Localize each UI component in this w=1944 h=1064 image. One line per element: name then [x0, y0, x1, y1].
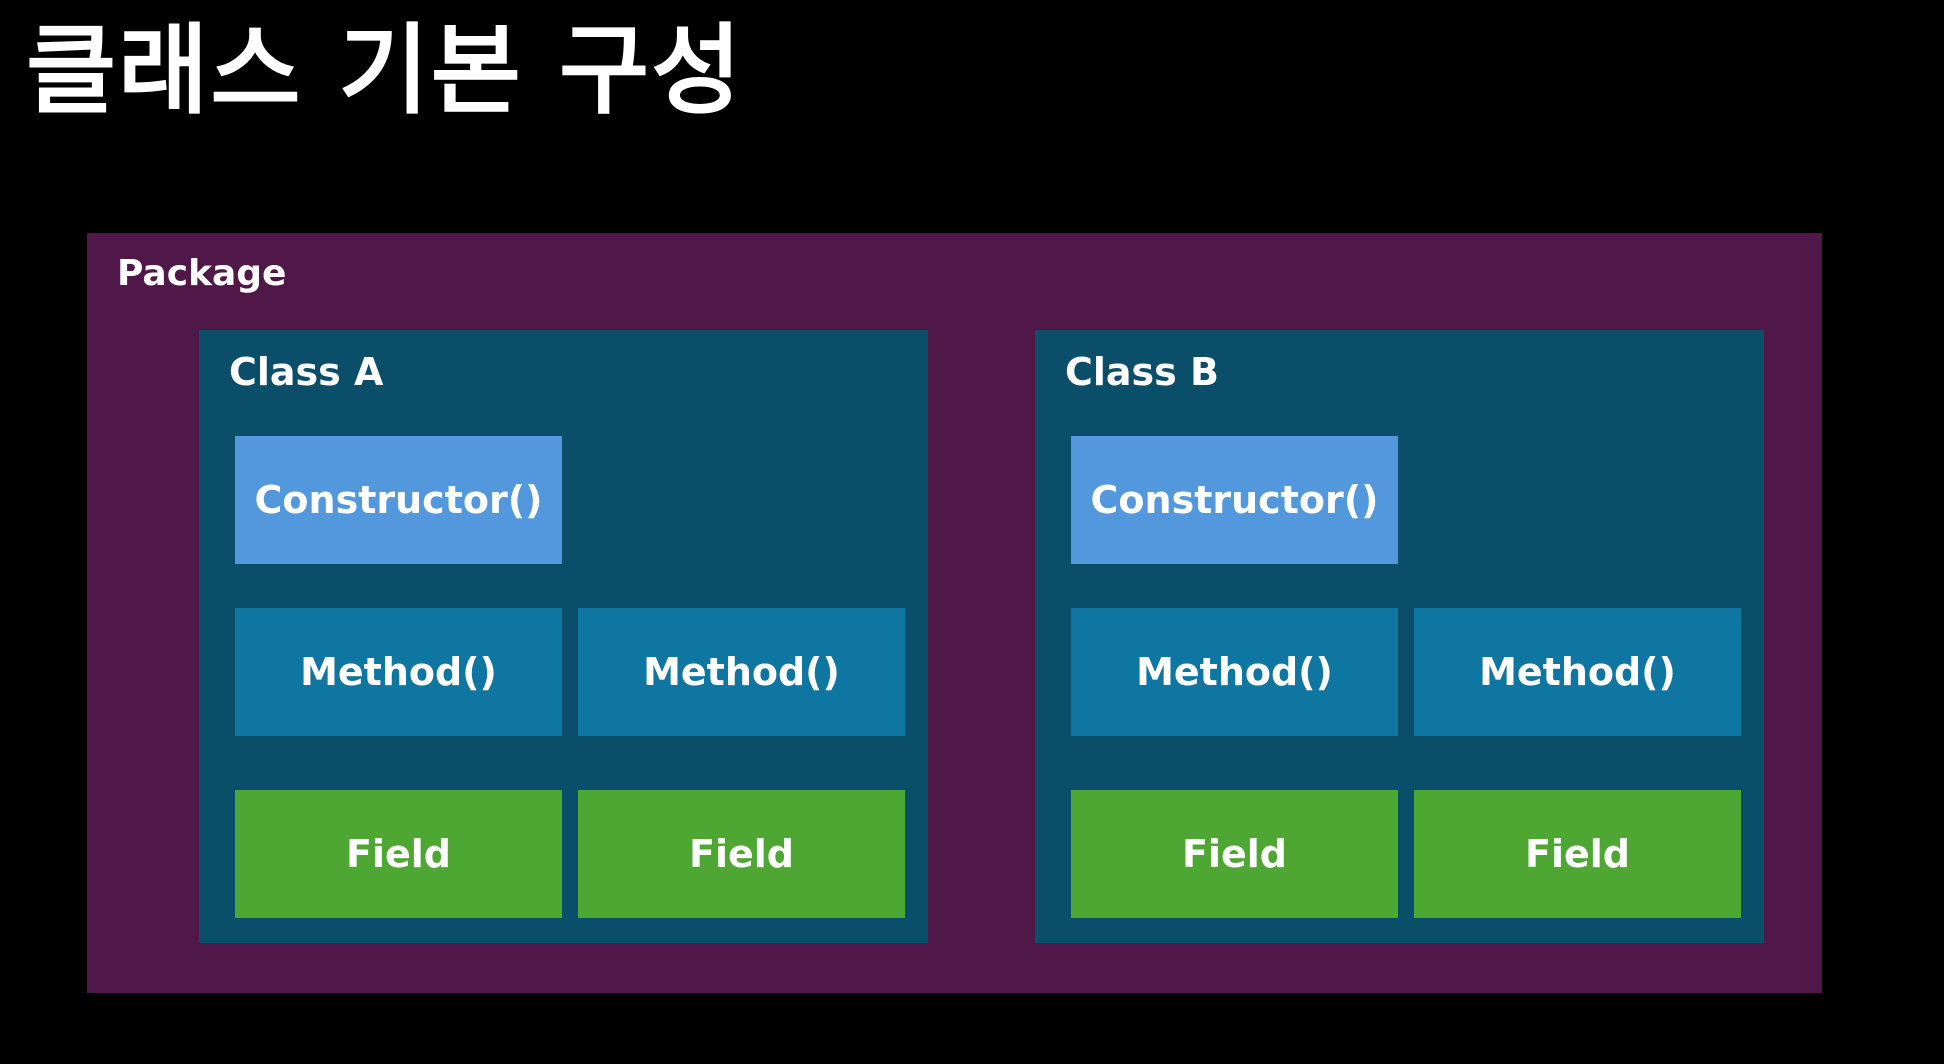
class-b-method-1: Method(): [1071, 608, 1398, 736]
page-title: 클래스 기본 구성: [26, 14, 744, 128]
class-b-box: Class B Constructor() Method() Method() …: [1035, 330, 1764, 943]
class-a-method-1: Method(): [235, 608, 562, 736]
package-container: Package Class A Constructor() Method() M…: [87, 233, 1822, 993]
class-a-method-2: Method(): [578, 608, 905, 736]
class-b-field-1: Field: [1071, 790, 1398, 918]
class-b-label: Class B: [1065, 350, 1219, 394]
package-label: Package: [117, 253, 287, 294]
class-a-field-1: Field: [235, 790, 562, 918]
class-b-constructor: Constructor(): [1071, 436, 1398, 564]
class-a-box: Class A Constructor() Method() Method() …: [199, 330, 928, 943]
class-b-field-2: Field: [1414, 790, 1741, 918]
class-a-label: Class A: [229, 350, 384, 394]
class-b-method-2: Method(): [1414, 608, 1741, 736]
class-a-field-2: Field: [578, 790, 905, 918]
class-a-constructor: Constructor(): [235, 436, 562, 564]
